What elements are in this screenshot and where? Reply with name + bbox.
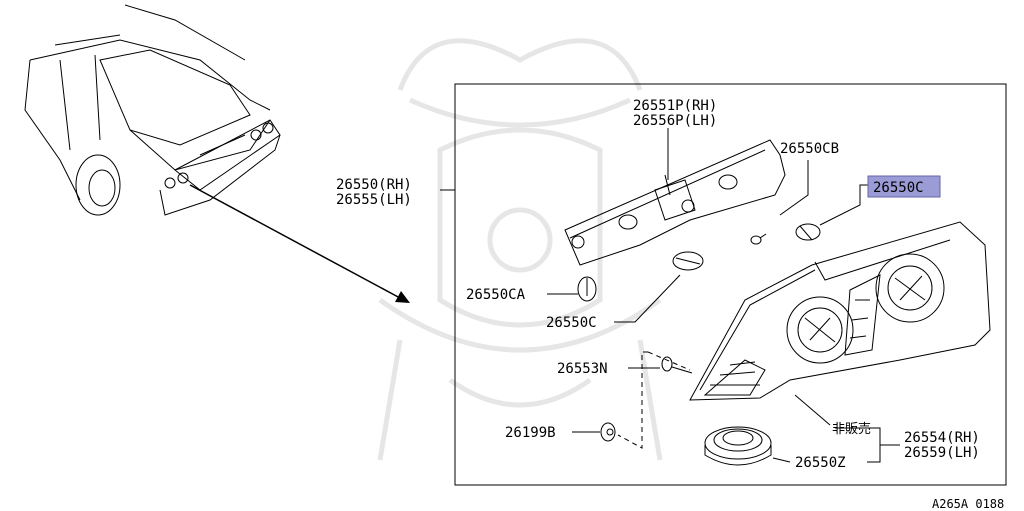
bulb-harness: [564, 139, 786, 266]
label-bulb-c: 26550C: [546, 315, 597, 331]
bulb-26550C-lower: [672, 251, 704, 271]
label-harness-rh: 26551P(RH): [633, 98, 717, 114]
label-bulb-cb: 26550CB: [780, 141, 839, 157]
label-nut: 26199B: [505, 425, 556, 441]
label-lens-rh: 26554(RH): [904, 430, 980, 446]
label-seal: 26550Z: [795, 455, 846, 471]
label-rear-lamp-lh: 26555(LH): [336, 192, 412, 208]
label-bulb-ca: 26550CA: [466, 287, 526, 303]
car-illustration: [24, 4, 281, 216]
highlight-box: [867, 175, 941, 198]
bulb-26550C-upper: [795, 223, 821, 241]
watermark-logo: [377, 38, 663, 461]
seal-26550Z: [704, 426, 772, 466]
figure-code: A265A 0188: [932, 497, 1004, 511]
lamp-lens: [689, 221, 991, 401]
label-bulb-c-highlight[interactable]: 26550C: [873, 180, 924, 196]
detail-frame: [454, 83, 1007, 486]
fastener-bracket: [617, 351, 691, 449]
label-washer: 26553N: [557, 361, 608, 377]
bulb-26550CB: [750, 233, 767, 245]
label-lens-lh: 26559(LH): [904, 445, 980, 461]
leader-lines: [440, 128, 900, 463]
bulb-26550CA: [577, 276, 597, 302]
leader-arrow: [189, 184, 410, 303]
label-rear-lamp-rh: 26550(RH): [336, 177, 412, 193]
label-harness-lh: 26556P(LH): [633, 113, 717, 129]
nut-26199B: [600, 422, 616, 442]
washer-26553N: [661, 356, 693, 374]
label-not-for-sale: 非販売: [832, 421, 871, 437]
